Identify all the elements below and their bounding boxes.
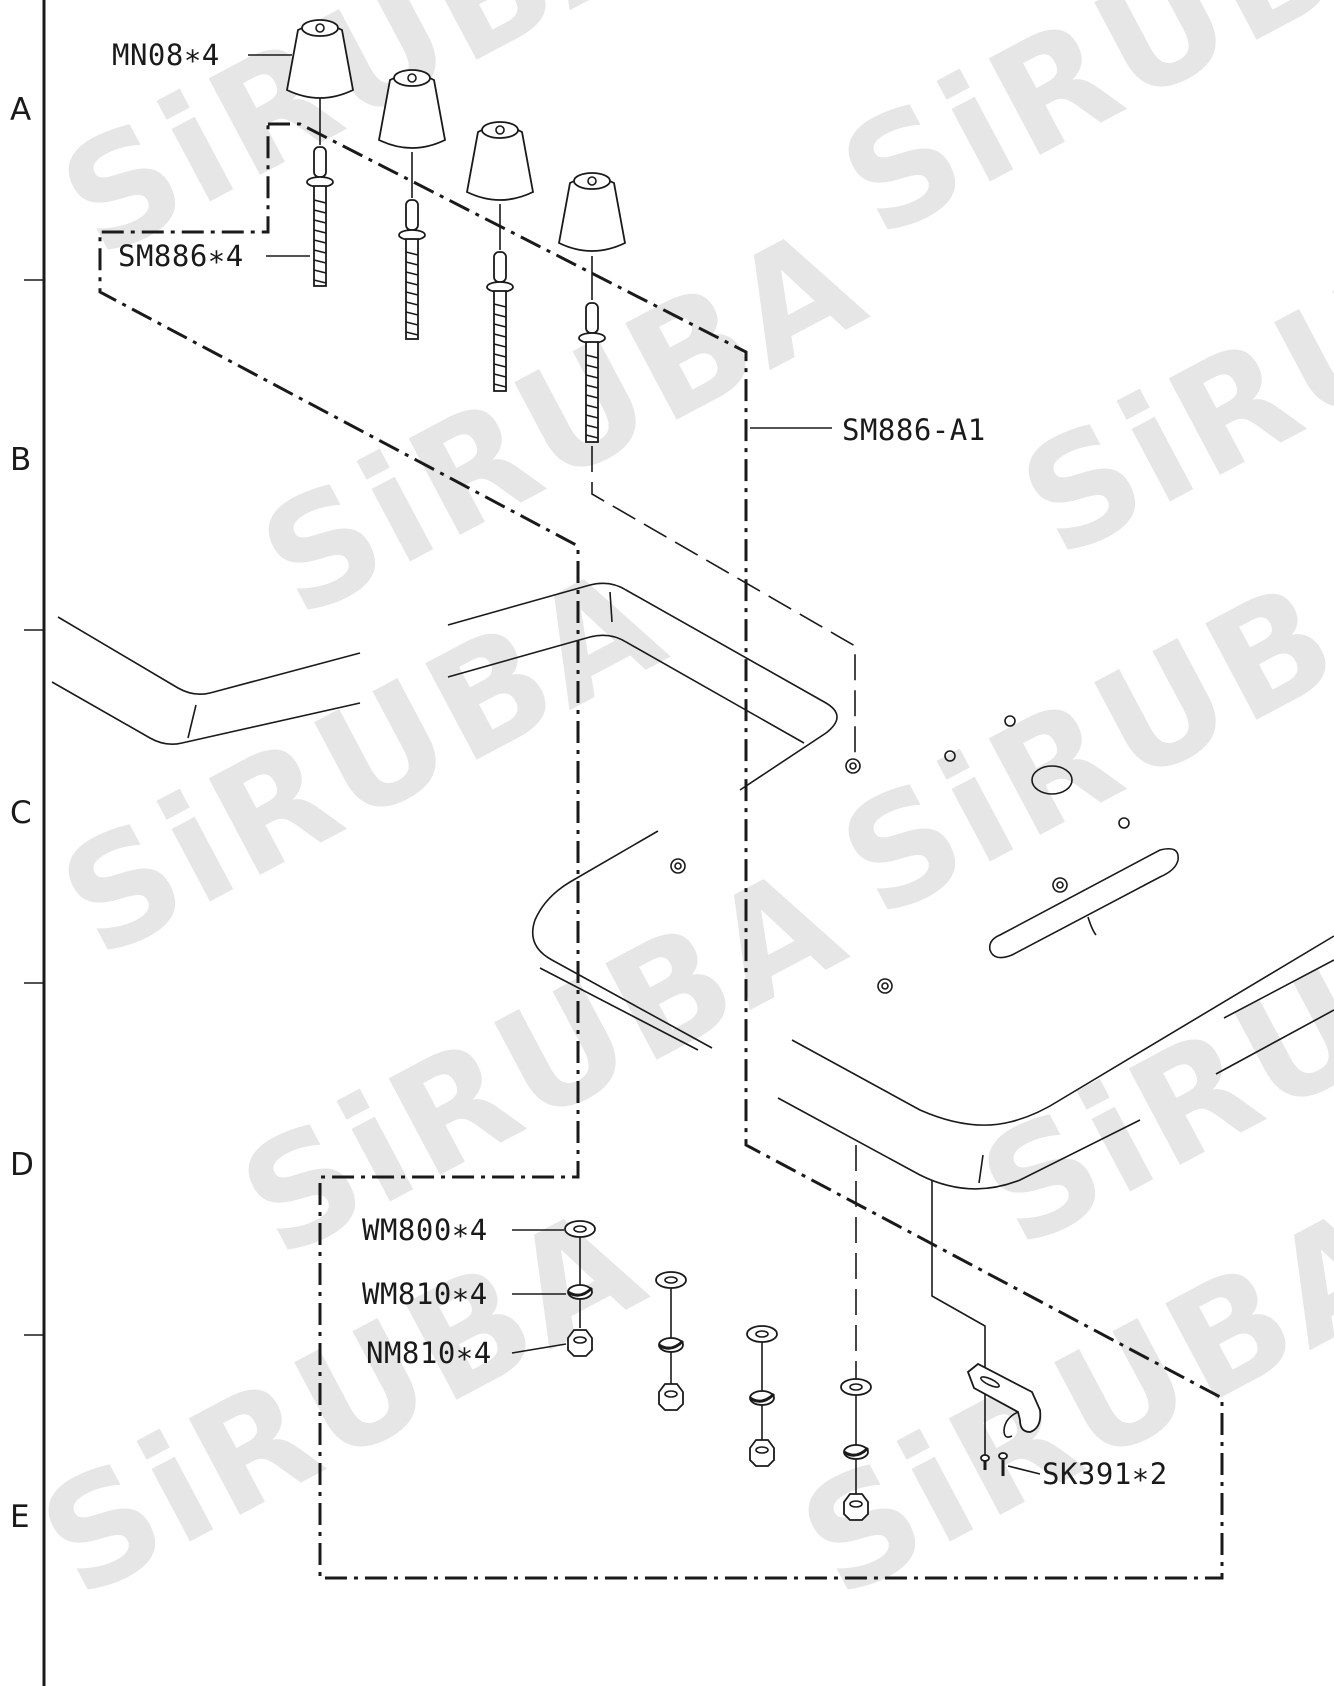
washer-icon [840,1378,872,1396]
table-hole [881,982,889,990]
table-slot [1087,916,1097,936]
washer-icon [755,1330,769,1338]
cone-icon [587,176,597,186]
nut-icon [849,1500,863,1508]
label-wm800: WM800∗4 [362,1213,488,1247]
stud-icon [306,146,334,287]
table-hole [877,978,893,994]
callout-leader [511,1343,567,1354]
table-hole [849,762,857,770]
table-cutout [447,634,805,744]
cone-icon [301,19,339,37]
stud-icon [486,251,514,392]
table-slot [988,847,1179,959]
label-mn08: MN08∗4 [112,38,220,72]
cone-icon [573,172,611,190]
nut-icon [755,1446,769,1454]
zone-label-d: D [10,1147,34,1183]
cone-icon [407,73,417,83]
washer-icon [849,1383,863,1391]
cone-icon [315,23,325,33]
cone-group [285,19,627,252]
table-edge [609,591,613,623]
table-edge [57,616,361,695]
table-edge [51,681,361,745]
spring-washer-icon [843,1446,870,1457]
spring-washer-icon [567,1286,594,1297]
watermark-text: SiRUBA [995,132,1334,591]
table-hole [1056,881,1064,889]
bracket-icon [1003,1411,1019,1438]
cone-icon [495,125,505,135]
table-hole [1118,817,1130,829]
screw-icon [980,1454,990,1462]
table-cutout [447,582,838,791]
zone-label-e: E [10,1499,30,1535]
screw-icon [998,1452,1008,1460]
bracket-icon [966,1362,1042,1433]
table-hole [944,750,956,762]
label-wm810: WM810∗4 [362,1277,488,1311]
table-hole [674,862,682,870]
center-line [591,446,856,758]
zone-label-a: A [10,92,31,128]
table-cutout [531,830,713,1049]
label-nm810: NM810∗4 [366,1336,492,1370]
label-sm886: SM886∗4 [118,239,244,273]
table-hole [845,758,861,774]
drawing-frame: A B C D E [10,0,46,1686]
table-hole [1004,715,1016,727]
stud-icon [578,302,606,443]
cone-icon [481,121,519,139]
table-edge [539,967,699,1051]
table-front [777,1097,1141,1190]
table-front [791,935,1334,1126]
bracket-icon [980,1376,1000,1388]
washer-icon [655,1271,687,1289]
nut-icon [664,1390,678,1398]
washer-icon [564,1220,596,1238]
hardware-group [564,1220,872,1521]
callout-leaders [248,54,1041,1475]
watermark-text: SiRUBA [815,0,1334,272]
table-edge [187,704,197,739]
table-edge [1215,1009,1334,1075]
bracket-group [966,1362,1042,1476]
callout-leader [1007,1465,1041,1475]
stud-icon [398,199,426,340]
table-hole [1052,877,1068,893]
label-sk391: SK391∗2 [1042,1457,1168,1491]
stud-group [306,146,606,443]
table-top [51,582,1334,1190]
table-large-hole [1031,765,1073,795]
table-edge [1223,959,1334,1019]
zone-label-c: C [10,795,32,831]
cone-icon [393,69,431,87]
spring-washer-icon [658,1339,685,1350]
label-sm886-a1: SM886-A1 [842,413,986,447]
nut-icon [573,1336,587,1344]
zone-label-b: B [10,442,31,478]
washer-icon [573,1225,587,1233]
washer-icon [664,1276,678,1284]
table-edge [978,1154,984,1184]
washer-icon [746,1325,778,1343]
table-hole [670,858,686,874]
spring-washer-icon [749,1392,776,1403]
